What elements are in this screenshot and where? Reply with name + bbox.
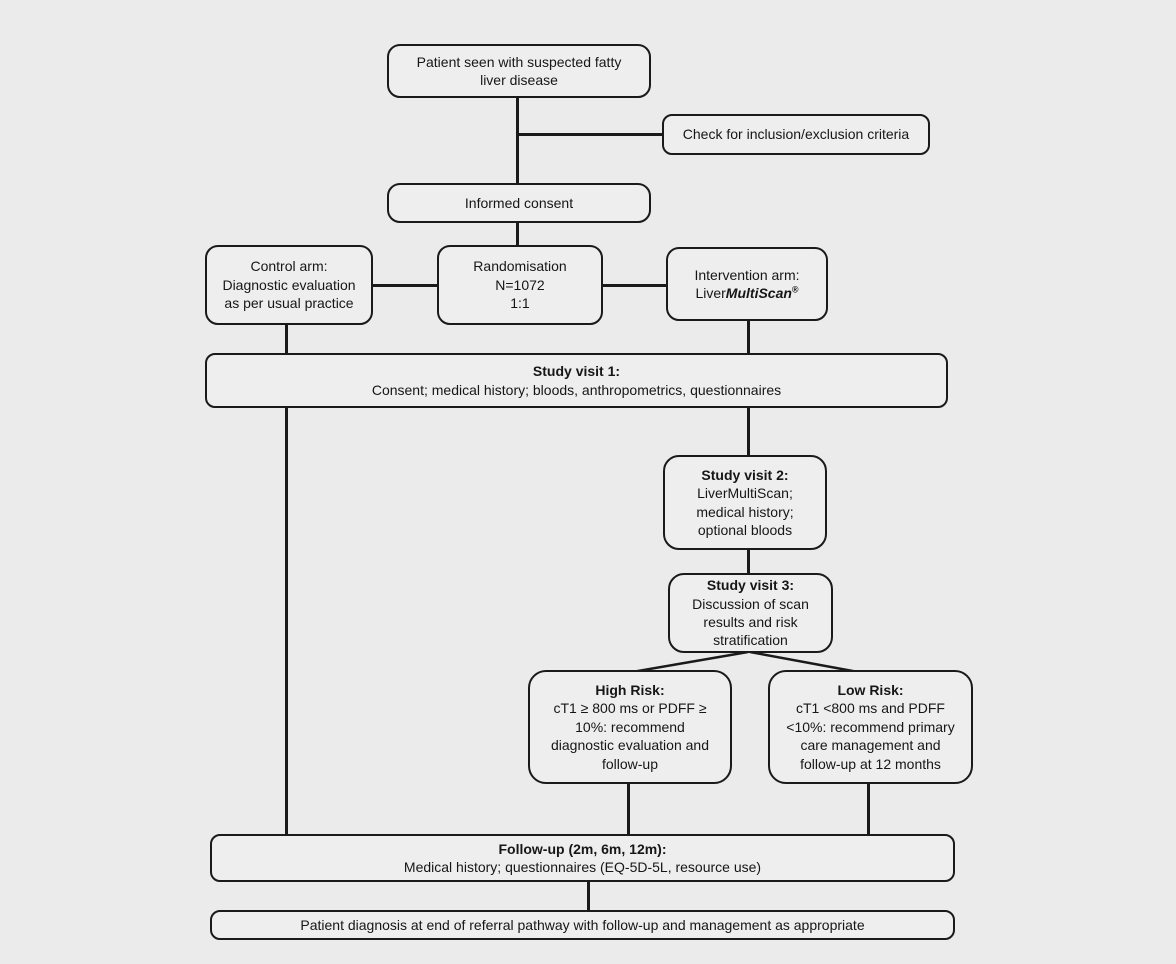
node-followup-body: Medical history; questionnaires (EQ-5D-5… <box>403 859 762 875</box>
connector-visit2-to-visit3 <box>747 549 750 574</box>
node-informed-consent: Informed consent <box>387 183 651 223</box>
node-intervention-arm-brand: LiverMultiScan® <box>695 284 798 302</box>
node-followup-title: Follow-up (2m, 6m, 12m): <box>498 840 667 857</box>
connector-control-to-followup <box>285 324 288 835</box>
node-low-risk: Low Risk: cT1 <800 ms and PDFF <10%: rec… <box>768 670 973 784</box>
connector-randomisation-intervention <box>602 284 668 287</box>
node-patient-diagnosis: Patient diagnosis at end of referral pat… <box>210 910 955 940</box>
node-study-visit-1: Study visit 1: Consent; medical history;… <box>205 353 948 408</box>
node-intervention-arm: Intervention arm: LiverMultiScan® <box>666 247 828 321</box>
connector-patient-to-consent <box>516 97 519 185</box>
node-followup: Follow-up (2m, 6m, 12m): Medical history… <box>210 834 955 882</box>
node-study-visit-3-title: Study visit 3: <box>706 577 795 594</box>
connector-visit3-to-lowrisk <box>749 650 859 674</box>
connector-to-criteria <box>516 133 664 136</box>
connector-lowrisk-to-followup <box>867 784 870 835</box>
node-inclusion-exclusion-criteria-text: Check for inclusion/exclusion criteria <box>682 126 910 143</box>
connector-followup-to-diagnosis <box>587 881 590 911</box>
connector-highrisk-to-followup <box>627 784 630 835</box>
connector-visit3-to-highrisk <box>631 650 749 674</box>
node-randomisation-text: Randomisation N=1072 1:1 <box>473 258 567 312</box>
node-control-arm: Control arm: Diagnostic evaluation as pe… <box>205 245 373 325</box>
node-study-visit-3: Study visit 3: Discussion of scan result… <box>668 573 833 653</box>
node-study-visit-3-body: Discussion of scan results and risk stra… <box>692 595 809 649</box>
brand-name: MultiScan <box>725 285 792 301</box>
node-study-visit-2-title: Study visit 2: <box>701 466 789 483</box>
node-inclusion-exclusion-criteria: Check for inclusion/exclusion criteria <box>662 114 930 155</box>
brand-prefix: Liver <box>695 285 726 301</box>
node-study-visit-1-title: Study visit 1: <box>532 363 621 380</box>
node-low-risk-body: cT1 <800 ms and PDFF <10%: recommend pri… <box>786 700 955 772</box>
connector-consent-to-randomisation <box>516 222 519 247</box>
connector-control-randomisation <box>371 284 438 287</box>
node-high-risk-title: High Risk: <box>595 681 665 698</box>
node-patient-suspected-text: Patient seen with suspected fatty liver … <box>416 53 622 88</box>
node-high-risk-body: cT1 ≥ 800 ms or PDFF ≥ 10%: recommend di… <box>550 700 709 772</box>
node-control-arm-text: Control arm: Diagnostic evaluation as pe… <box>222 258 356 312</box>
node-intervention-arm-line1: Intervention arm: <box>694 266 800 283</box>
node-study-visit-2-body: LiverMultiScan; medical history; optiona… <box>696 485 794 538</box>
node-patient-diagnosis-text: Patient diagnosis at end of referral pat… <box>300 916 865 933</box>
node-patient-suspected: Patient seen with suspected fatty liver … <box>387 44 651 98</box>
node-randomisation: Randomisation N=1072 1:1 <box>437 245 603 325</box>
registered-trademark-icon: ® <box>791 284 799 295</box>
node-study-visit-1-body: Consent; medical history; bloods, anthro… <box>371 381 782 398</box>
node-study-visit-2: Study visit 2: LiverMultiScan; medical h… <box>663 455 827 550</box>
node-high-risk: High Risk: cT1 ≥ 800 ms or PDFF ≥ 10%: r… <box>528 670 732 784</box>
node-informed-consent-text: Informed consent <box>464 194 574 211</box>
node-low-risk-title: Low Risk: <box>837 681 904 698</box>
